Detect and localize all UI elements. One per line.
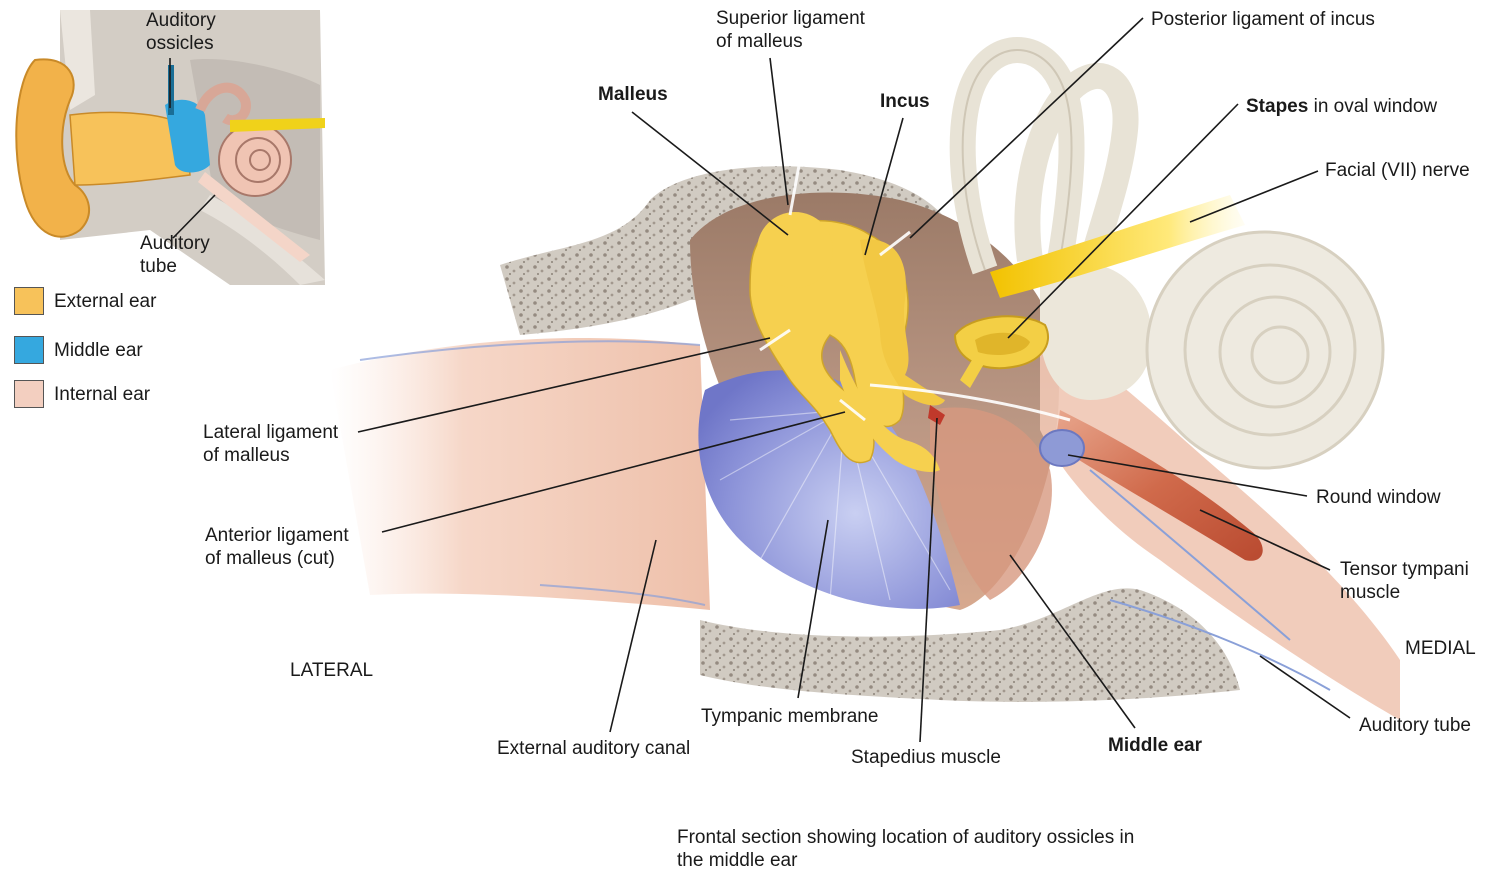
label-anterior-ligament: Anterior ligament of malleus (cut) — [205, 525, 349, 569]
inset-ear-diagram — [15, 10, 325, 285]
label-posterior-ligament: Posterior ligament of incus — [1151, 9, 1375, 30]
label-external-auditory-canal: External auditory canal — [497, 738, 691, 759]
label-tensor-tympani: Tensor tympani muscle — [1340, 559, 1469, 603]
label-facial-nerve: Facial (VII) nerve — [1325, 160, 1470, 181]
label-round-window: Round window — [1316, 487, 1441, 508]
label-superior-ligament: Superior ligament of malleus — [716, 8, 865, 52]
leader-lines — [169, 17, 1351, 743]
legend-swatch-external — [14, 287, 44, 315]
legend-swatch-internal — [14, 380, 44, 408]
label-auditory-tube: Auditory tube — [1359, 715, 1471, 736]
figure-caption: Frontal section showing location of audi… — [677, 827, 1135, 871]
label-tympanic-membrane: Tympanic membrane — [701, 706, 879, 727]
legend-swatch-middle — [14, 336, 44, 364]
label-auditory-ossicles: Auditory ossicles — [146, 10, 216, 54]
label-middle-ear: Middle ear — [1108, 735, 1202, 756]
label-lateral-ligament: Lateral ligament of malleus — [203, 422, 339, 466]
label-malleus: Malleus — [598, 84, 668, 105]
label-incus: Incus — [880, 91, 930, 112]
label-lateral: LATERAL — [290, 660, 374, 681]
label-medial: MEDIAL — [1405, 638, 1476, 659]
label-stapedius: Stapedius muscle — [851, 747, 1001, 768]
label-inset-auditory-tube: Auditory tube — [140, 233, 210, 277]
label-stapes: Stapes in oval window — [1246, 96, 1438, 117]
main-ear-section — [330, 37, 1400, 720]
